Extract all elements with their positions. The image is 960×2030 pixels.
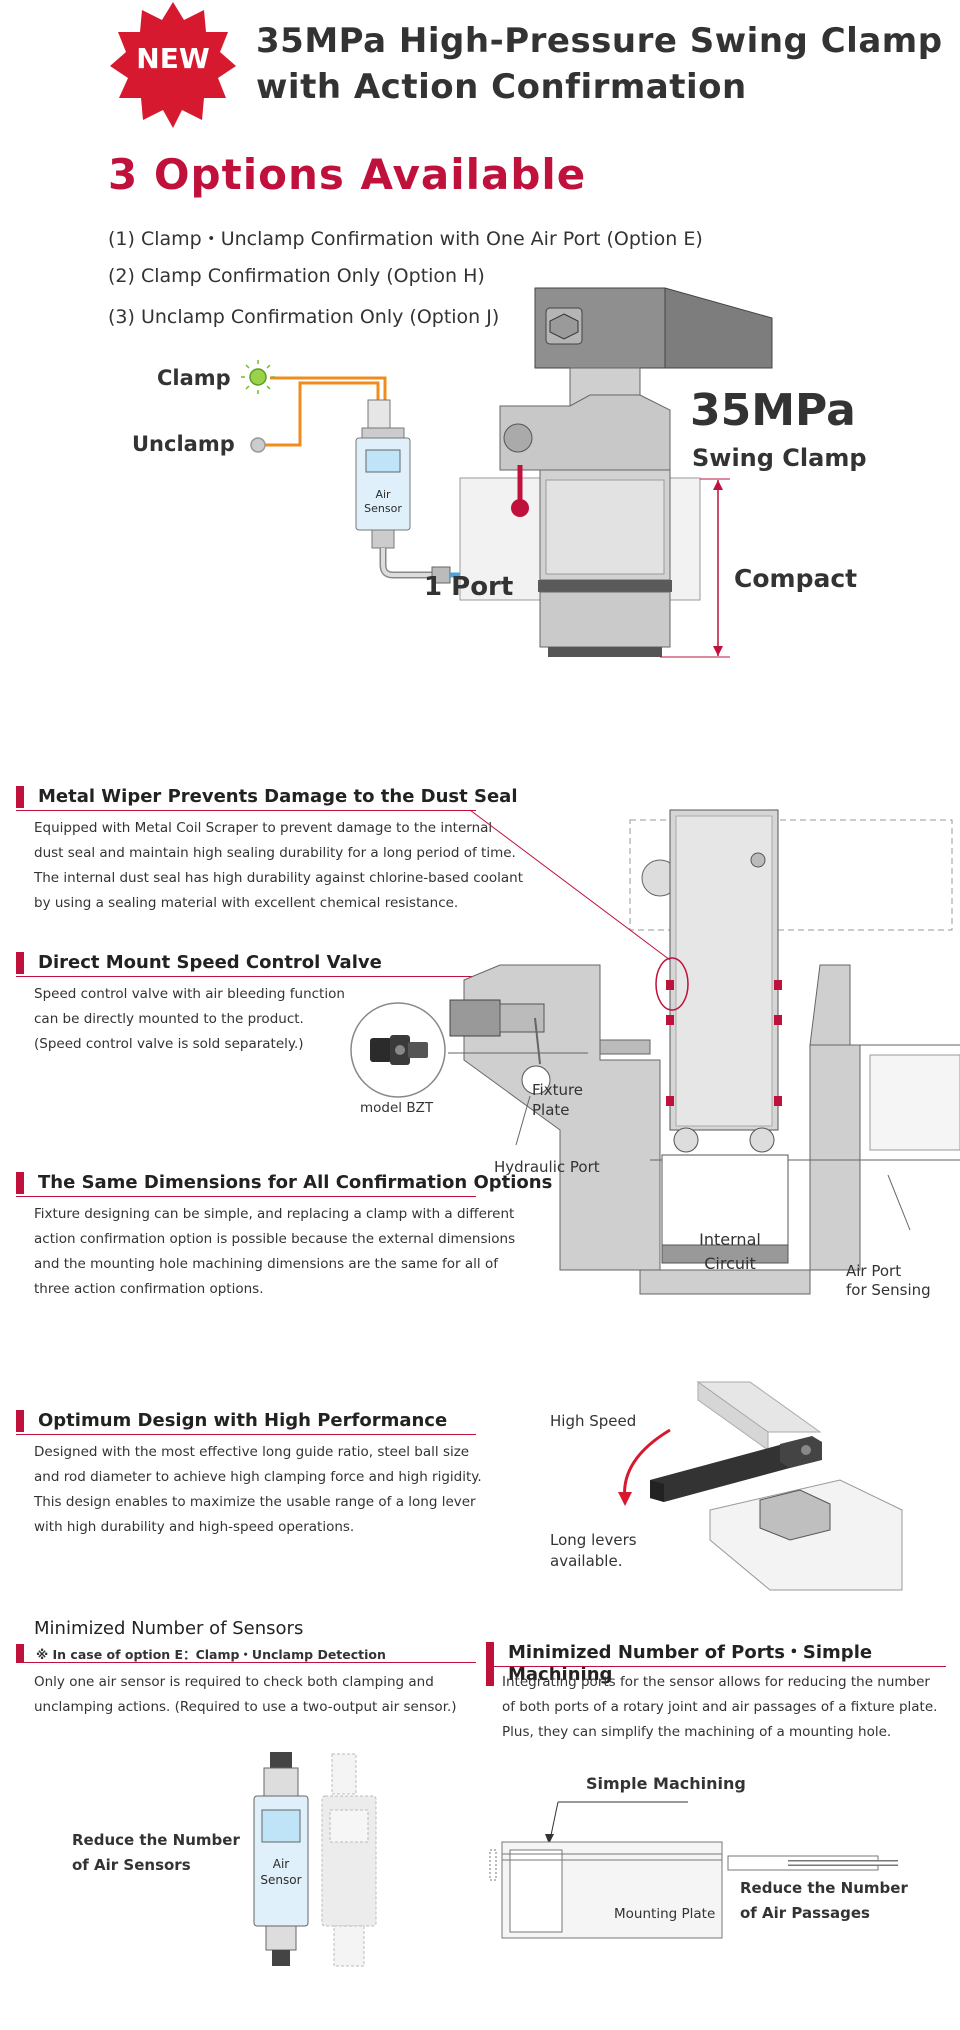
sensors-line-2: unclamping actions. (Required to use a t… [34,1699,457,1715]
speed-line-1: Speed control valve with air bleeding fu… [34,986,345,1002]
internal-label-1: Internal [699,1230,761,1249]
sensor-small-line-2: Sensor [260,1873,302,1887]
reduce-sensors-label: Reduce the Number of Air Sensors [72,1828,240,1878]
option-1: (1) Clamp・Unclamp Confirmation with One … [108,228,703,250]
speed-body: Speed control valve with air bleeding fu… [34,982,345,1057]
optimum-heading-rule [16,1434,476,1435]
sensor-small-line-1: Air [272,1857,290,1871]
simple-machining-label: Simple Machining [586,1774,746,1793]
air-sensor-label-2: Sensor [364,502,402,515]
sensors-line-1: Only one air sensor is required to check… [34,1674,434,1690]
title-line-2: with Action Confirmation [256,67,747,107]
internal-label-2: Circuit [704,1254,756,1273]
sensors-heading-rule [16,1662,476,1663]
sensors-subtitle: ※ In case of option E：Clamp・Unclamp Dete… [16,1644,386,1663]
new-badge-label: NEW [136,42,210,75]
ports-heading-rule [486,1666,946,1667]
fixture-plate-label: Fixture Plate [532,1080,583,1120]
title-line-1: 35MPa High-Pressure Swing Clamp [256,21,943,61]
air-sensor-icon [355,399,432,579]
sensors-heading: Minimized Number of Sensors [34,1618,304,1639]
air-sensor-label: Air Sensor [356,488,410,516]
speed-heading: Direct Mount Speed Control Valve [16,952,382,974]
reduce-passages-line-2: of Air Passages [740,1904,870,1922]
air-port-label: Air Port for Sensing [846,1262,931,1300]
unclamp-led-icon [250,437,266,453]
mounting-plate-diagram [489,1801,898,1939]
wiper-line-4: by using a sealing material with excelle… [34,895,459,911]
long-levers-line-2: available. [550,1552,623,1570]
option-3: (3) Unclamp Confirmation Only (Option J) [108,306,500,328]
pressure-label: 35MPa [690,385,856,436]
air-port-label-1: Air Port [846,1262,902,1280]
dims-heading: The Same Dimensions for All Confirmation… [16,1172,552,1194]
compact-label: Compact [734,564,858,593]
speed-heading-rule [16,976,476,977]
air-port-label-2: for Sensing [846,1281,931,1299]
lever-diagram [618,1381,903,1591]
ports-body: Integrating ports for the sensor allows … [502,1670,937,1745]
model-label: model BZT [360,1100,434,1116]
internal-circuit-label: Internal Circuit [690,1228,770,1276]
unclamp-label: Unclamp [132,432,235,456]
air-sensor-label-1: Air [375,488,391,501]
option-2: (2) Clamp Confirmation Only (Option H) [108,265,485,287]
mounting-plate-label: Mounting Plate [614,1906,716,1922]
optimum-heading: Optimum Design with High Performance [16,1410,447,1432]
clamp-label: Clamp [157,366,231,390]
sensor-small-label: Air Sensor [254,1856,308,1888]
reduce-passages-label: Reduce the Number of Air Passages [740,1876,908,1926]
optimum-line-4: with high durability and high-speed oper… [34,1519,355,1535]
optimum-body: Designed with the most effective long gu… [34,1440,482,1540]
fixture-label-2: Plate [532,1101,570,1119]
new-badge-icon [110,2,236,128]
speed-leader-line [448,1052,588,1054]
optimum-line-3: This design enables to maximize the usab… [34,1494,476,1510]
wiper-body: Equipped with Metal Coil Scraper to prev… [34,816,523,916]
reduce-passages-line-1: Reduce the Number [740,1879,908,1897]
dims-heading-rule [16,1196,476,1197]
sensor-comparison-icon [253,1752,377,1967]
wiper-line-1: Equipped with Metal Coil Scraper to prev… [34,820,493,836]
wiper-heading-rule [16,810,476,811]
optimum-line-1: Designed with the most effective long gu… [34,1444,470,1460]
dims-line-4: three action confirmation options. [34,1281,264,1297]
dims-line-1: Fixture designing can be simple, and rep… [34,1206,515,1222]
hydraulic-port-label: Hydraulic Port [494,1158,600,1176]
long-levers-label: Long levers available. [550,1530,637,1572]
optimum-line-2: and rod diameter to achieve high clampin… [34,1469,482,1485]
reduce-sensors-line-1: Reduce the Number [72,1831,240,1849]
long-levers-line-1: Long levers [550,1531,637,1549]
ports-line-3: Plus, they can simplify the machining of… [502,1724,892,1740]
wiper-leader-line [470,809,671,960]
dims-body: Fixture designing can be simple, and rep… [34,1202,515,1302]
wiper-line-2: dust seal and maintain high sealing dura… [34,845,516,861]
ports-heading: Minimized Number of Ports・Simple Machini… [486,1642,960,1686]
wiper-heading: Metal Wiper Prevents Damage to the Dust … [16,786,518,808]
hero-diagram [241,287,773,658]
swing-clamp-icon [499,287,773,657]
ports-line-1: Integrating ports for the sensor allows … [502,1674,930,1690]
one-port-label: 1 Port [424,572,514,602]
speed-valve-icon [350,1002,446,1098]
options-title: 3 Options Available [108,150,587,199]
reduce-sensors-line-2: of Air Sensors [72,1856,191,1874]
product-label: Swing Clamp [692,444,867,472]
wiper-line-3: The internal dust seal has high durabili… [34,870,524,886]
dims-line-3: and the mounting hole machining dimensio… [34,1256,498,1272]
clamp-led-icon [241,360,275,394]
page-title: 35MPa High-Pressure Swing Clamp with Act… [256,18,943,110]
speed-line-2: can be directly mounted to the product. [34,1011,304,1027]
dims-line-2: action confirmation option is possible b… [34,1231,516,1247]
fixture-label-1: Fixture [532,1081,584,1099]
ports-line-2: of both ports of a rotary joint and air … [502,1699,938,1715]
sensors-body: Only one air sensor is required to check… [34,1670,457,1720]
speed-line-3: (Speed control valve is sold separately.… [34,1036,304,1052]
cross-section-diagram [449,809,960,1295]
high-speed-label: High Speed [550,1412,637,1430]
